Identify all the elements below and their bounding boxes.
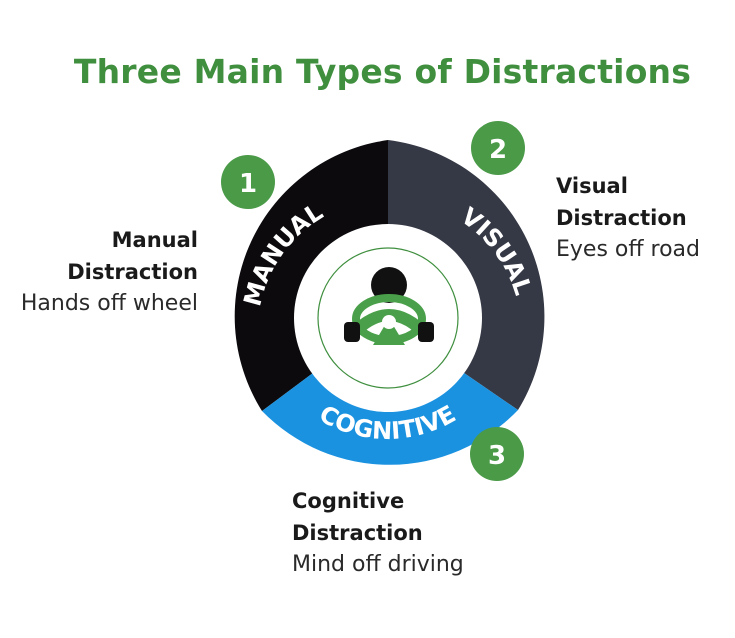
badge-1-number: 1 bbox=[239, 169, 257, 199]
cognitive-caption: Cognitive Distraction Mind off driving bbox=[292, 485, 464, 581]
manual-heading-line2: Distraction bbox=[67, 260, 198, 284]
badge-3-number: 3 bbox=[488, 441, 506, 471]
cognitive-description: Mind off driving bbox=[292, 552, 464, 577]
page-title: Three Main Types of Distractions bbox=[73, 52, 692, 91]
badge-2: 2 bbox=[471, 121, 525, 175]
badge-3: 3 bbox=[470, 427, 524, 481]
cognitive-heading-line1: Cognitive bbox=[292, 489, 405, 513]
manual-caption: Manual Distraction Hands off wheel bbox=[21, 224, 198, 320]
cognitive-segment bbox=[262, 364, 518, 465]
visual-heading-line2: Distraction bbox=[556, 206, 687, 230]
badge-2-number: 2 bbox=[489, 135, 507, 165]
center-ring bbox=[317, 247, 459, 389]
visual-caption: Visual Distraction Eyes off road bbox=[556, 170, 700, 266]
badge-1: 1 bbox=[221, 155, 275, 209]
cognitive-heading-line2: Distraction bbox=[292, 521, 423, 545]
manual-heading-line1: Manual bbox=[111, 228, 198, 252]
visual-heading-line1: Visual bbox=[556, 174, 628, 198]
visual-description: Eyes off road bbox=[556, 237, 700, 262]
driver-steering-wheel-icon bbox=[344, 267, 434, 345]
manual-description: Hands off wheel bbox=[20, 291, 198, 316]
